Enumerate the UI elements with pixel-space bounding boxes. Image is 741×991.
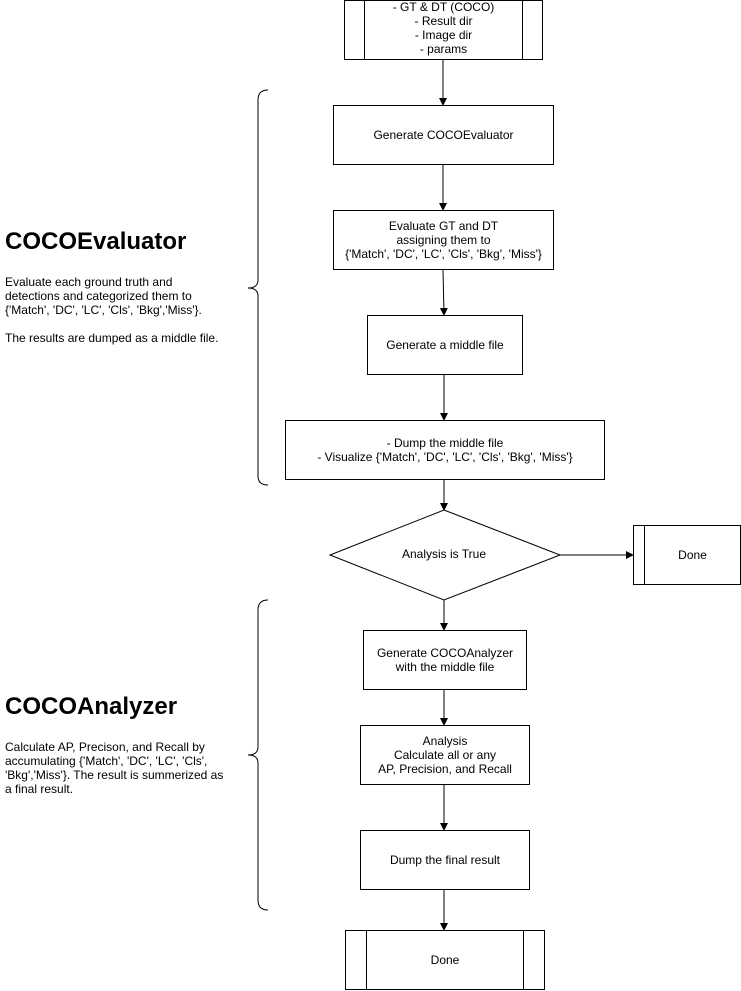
dump-middle-node: - Dump the middle file - Visualize {'Mat… <box>285 420 605 480</box>
done-right-label: Done <box>644 526 741 584</box>
evaluator-title: COCOEvaluator <box>5 228 187 255</box>
decision-diamond <box>328 509 562 601</box>
generate-analyzer-node: Generate COCOAnalyzer with the middle fi… <box>363 630 527 690</box>
dump-final-node: Dump the final result <box>360 830 530 890</box>
evaluator-description: Evaluate each ground truth and detection… <box>5 275 219 345</box>
analyzer-title: COCOAnalyzer <box>5 693 178 720</box>
analyzer-description: Calculate AP, Precison, and Recall by ac… <box>5 740 224 796</box>
done-right-node: Done <box>633 525 741 585</box>
analyzer-brace <box>247 599 269 911</box>
analysis-node: Analysis Calculate all or any AP, Precis… <box>360 725 530 785</box>
evaluator-brace <box>247 89 269 486</box>
input-node-label: - GT & DT (COCO) - Result dir - Image di… <box>364 0 523 59</box>
arrow-evaluate-to-middle <box>439 269 448 316</box>
generate-evaluator-node: Generate COCOEvaluator <box>333 105 554 165</box>
evaluate-node: Evaluate GT and DT assigning them to {'M… <box>333 210 554 270</box>
decision-label: Analysis is True <box>401 547 487 561</box>
done-bottom-node: Done <box>345 930 545 990</box>
input-node: - GT & DT (COCO) - Result dir - Image di… <box>344 0 543 60</box>
middle-file-node: Generate a middle file <box>367 315 523 375</box>
done-bottom-label: Done <box>366 931 524 989</box>
